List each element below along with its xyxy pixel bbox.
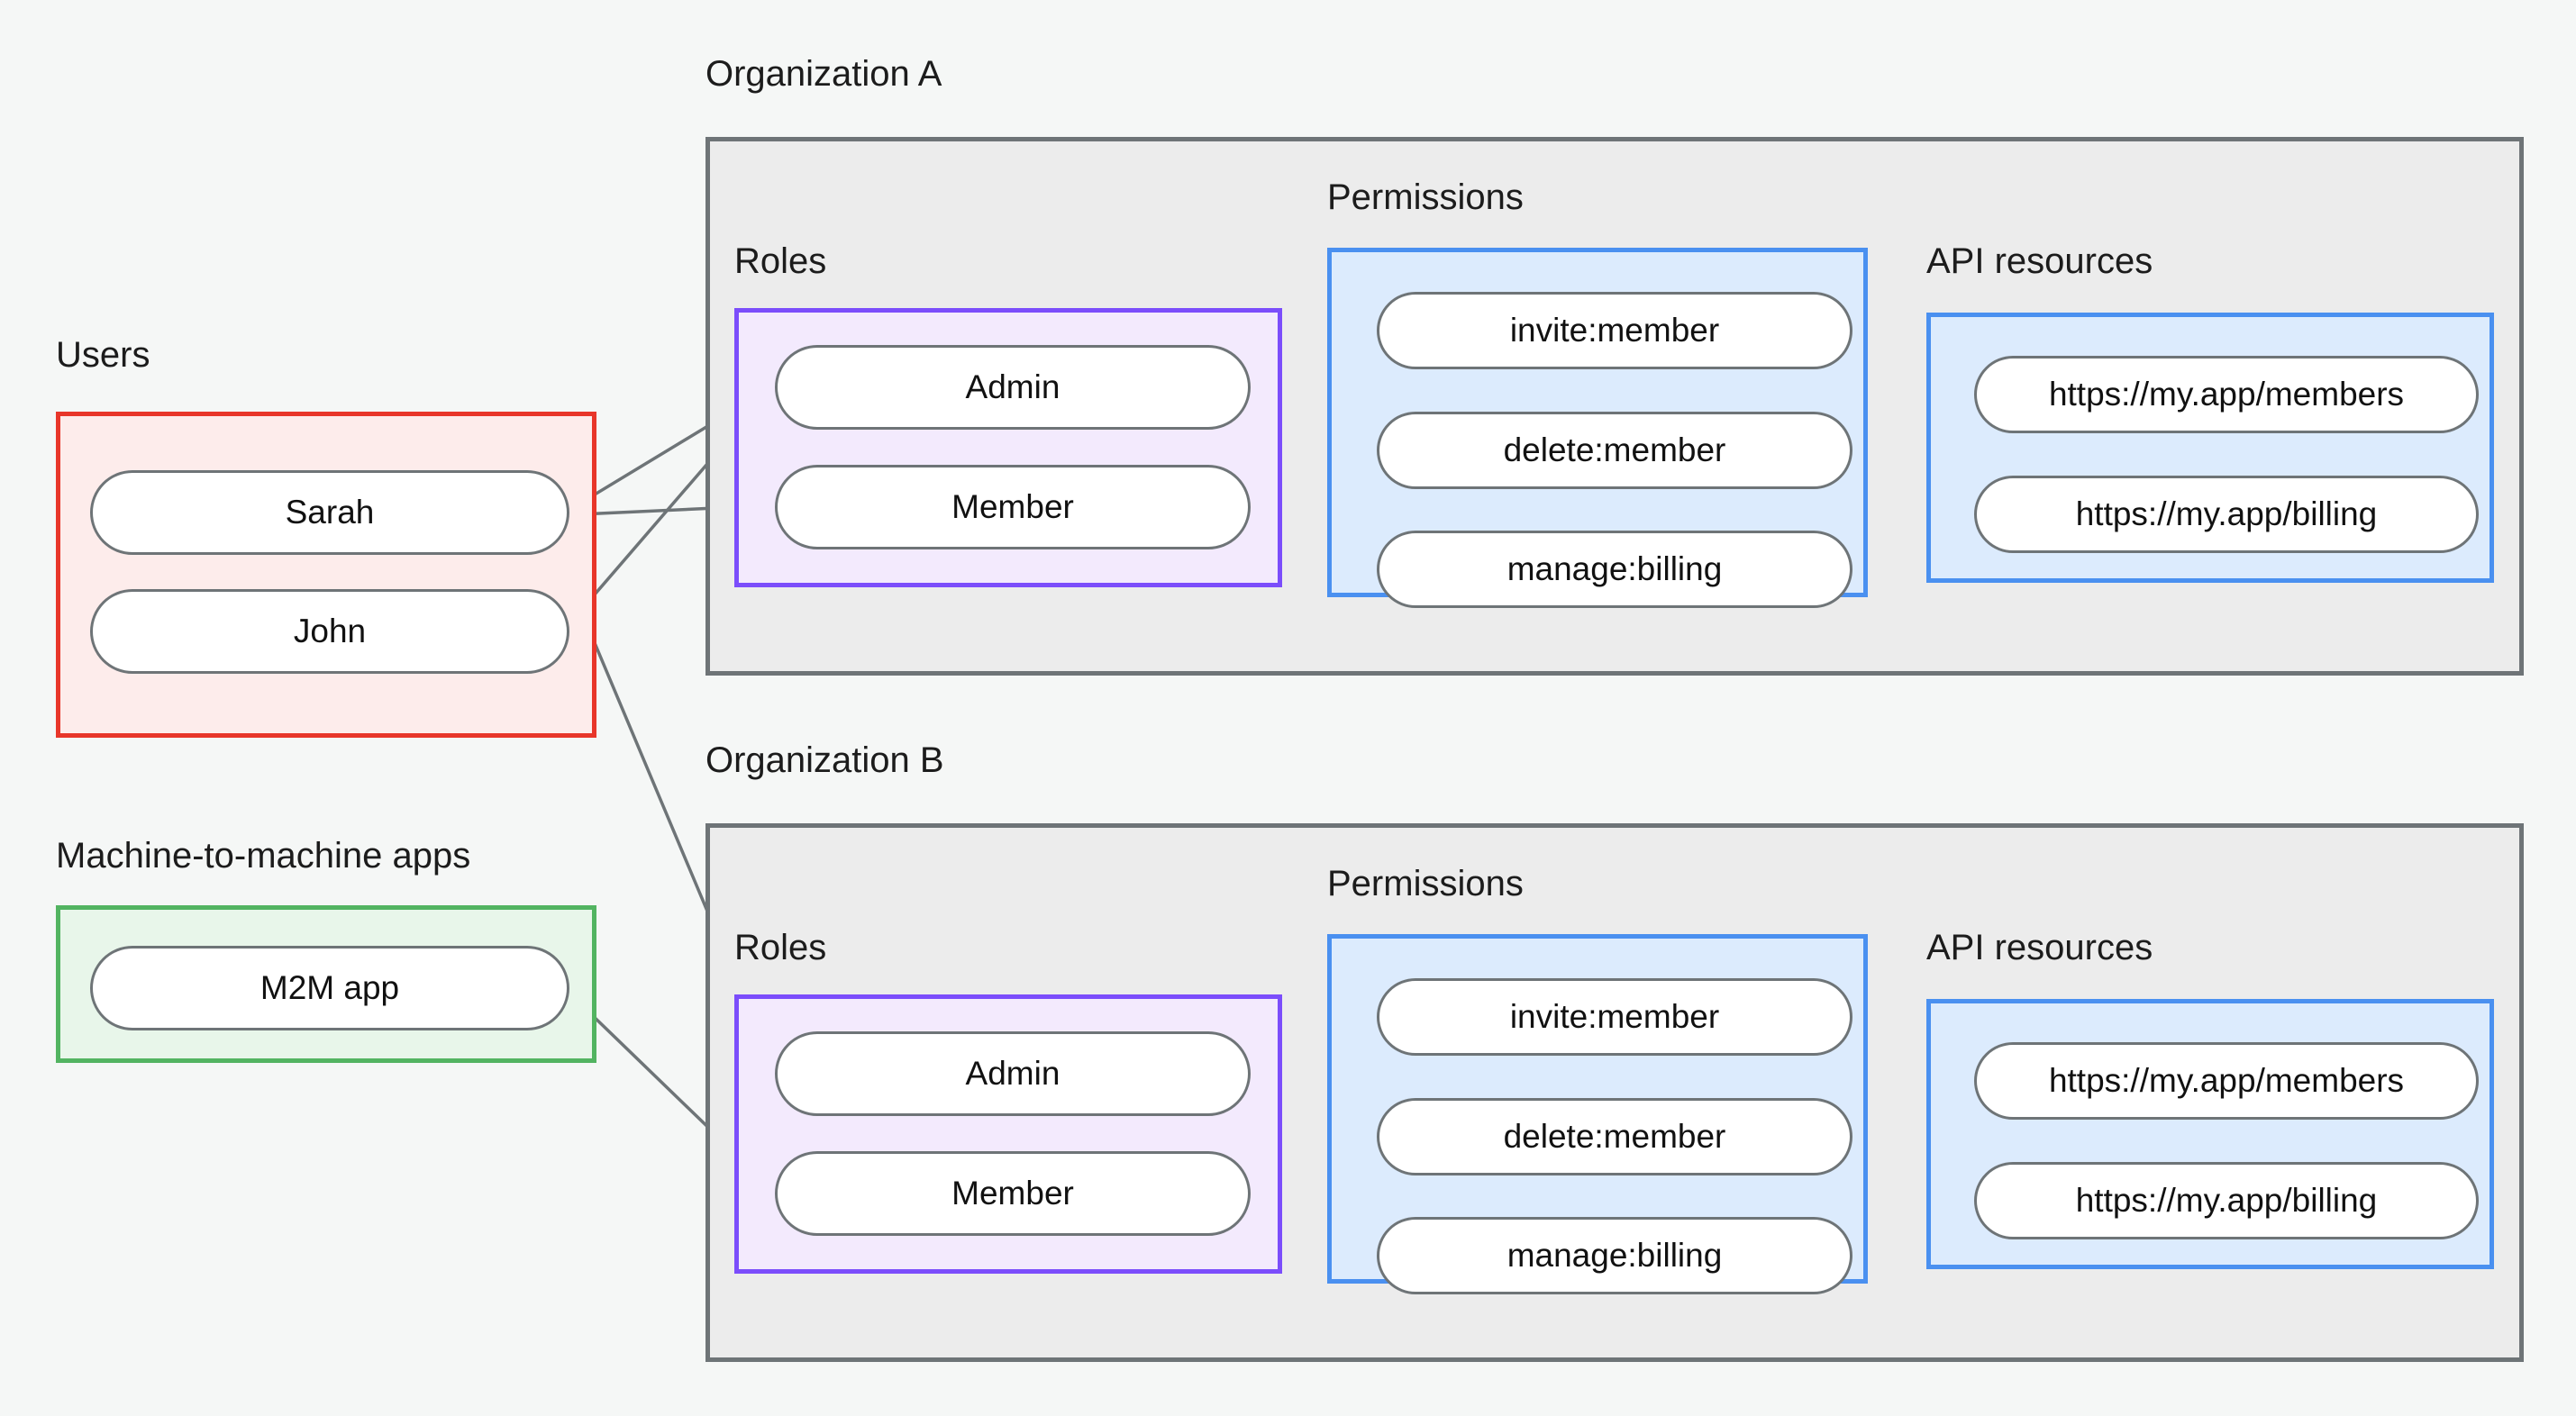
org-b-permission-pill-invite-member[interactable]: invite:member — [1377, 978, 1852, 1056]
org-a-permission-pill-invite-member[interactable]: invite:member — [1377, 292, 1852, 369]
org-b-api-pill-billing[interactable]: https://my.app/billing — [1974, 1162, 2479, 1239]
org-b-api-resources-title: API resources — [1926, 928, 2153, 967]
m2m-pill-app[interactable]: M2M app — [90, 946, 569, 1030]
org-a-api-resources-group: https://my.app/members https://my.app/bi… — [1926, 313, 2494, 583]
org-a-api-pill-billing[interactable]: https://my.app/billing — [1974, 476, 2479, 553]
org-b-group: Roles Admin Member Permissions invite:me… — [705, 823, 2524, 1362]
org-a-group: Roles Admin Member Permissions invite:me… — [705, 137, 2524, 676]
org-a-permission-pill-manage-billing[interactable]: manage:billing — [1377, 531, 1852, 608]
org-a-permissions-title: Permissions — [1327, 177, 1524, 217]
m2m-title: Machine-to-machine apps — [56, 836, 471, 876]
m2m-group: M2M app — [56, 905, 596, 1063]
org-b-api-resources-group: https://my.app/members https://my.app/bi… — [1926, 999, 2494, 1269]
users-title: Users — [56, 335, 150, 375]
org-b-permission-pill-delete-member[interactable]: delete:member — [1377, 1098, 1852, 1175]
users-group: Sarah John — [56, 412, 596, 738]
org-b-permissions-title: Permissions — [1327, 864, 1524, 903]
org-b-title: Organization B — [705, 740, 944, 780]
org-b-roles-title: Roles — [734, 928, 827, 967]
org-a-title: Organization A — [705, 54, 942, 94]
user-pill-john[interactable]: John — [90, 589, 569, 674]
org-a-api-resources-title: API resources — [1926, 241, 2153, 281]
org-a-role-pill-member[interactable]: Member — [775, 465, 1251, 549]
org-b-role-pill-admin[interactable]: Admin — [775, 1031, 1251, 1116]
org-a-roles-group: Admin Member — [734, 308, 1282, 587]
org-a-roles-title: Roles — [734, 241, 827, 281]
org-b-roles-group: Admin Member — [734, 994, 1282, 1274]
user-pill-sarah[interactable]: Sarah — [90, 470, 569, 555]
org-a-permissions-group: invite:member delete:member manage:billi… — [1327, 248, 1868, 608]
org-a-permission-pill-delete-member[interactable]: delete:member — [1377, 412, 1852, 489]
org-b-api-pill-members[interactable]: https://my.app/members — [1974, 1042, 2479, 1120]
org-b-role-pill-member[interactable]: Member — [775, 1151, 1251, 1236]
org-a-role-pill-admin[interactable]: Admin — [775, 345, 1251, 430]
org-b-permission-pill-manage-billing[interactable]: manage:billing — [1377, 1217, 1852, 1294]
org-b-permissions-group: invite:member delete:member manage:billi… — [1327, 934, 1868, 1294]
org-a-api-pill-members[interactable]: https://my.app/members — [1974, 356, 2479, 433]
